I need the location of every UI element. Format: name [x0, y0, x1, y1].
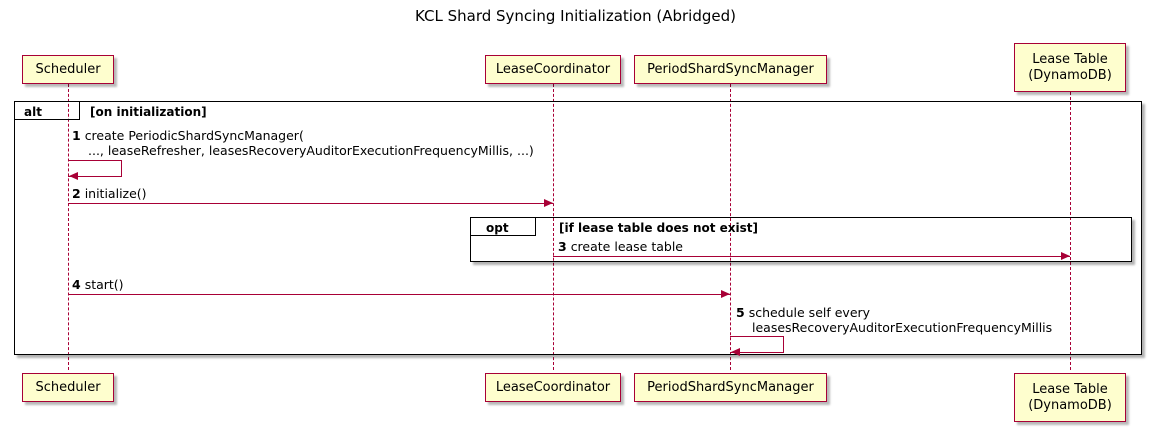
message-2-number: 2: [72, 186, 81, 201]
fragment-alt-label: alt: [24, 105, 42, 119]
participant-lease-table-bottom[interactable]: Lease Table (DynamoDB): [1014, 373, 1126, 422]
message-5-number: 5: [736, 305, 745, 320]
message-5-text-line2: leasesRecoveryAuditorExecutionFrequencyM…: [752, 320, 1052, 335]
message-1-number: 1: [72, 128, 81, 143]
message-5-self-loop: [730, 336, 784, 353]
participant-period-shard-sync-manager-top-label: PeriodShardSyncManager: [647, 61, 814, 77]
participant-period-shard-sync-manager-bottom[interactable]: PeriodShardSyncManager: [634, 373, 827, 402]
lifeline-lease-table: [1070, 92, 1071, 370]
message-3-text: 3 create lease table: [558, 239, 683, 254]
participant-lease-coordinator-top-label: LeaseCoordinator: [495, 61, 611, 77]
message-1-line-1: create PeriodicShardSyncManager(: [84, 128, 304, 143]
diagram-title: KCL Shard Syncing Initialization (Abridg…: [415, 7, 736, 25]
participant-lease-table-bottom-label-line2: (DynamoDB): [1028, 397, 1112, 413]
message-3-line: [553, 256, 1070, 257]
participant-lease-table-top-label-line1: Lease Table: [1032, 51, 1108, 67]
message-2-line-1: initialize(): [84, 186, 147, 201]
message-2-line: [68, 203, 553, 204]
message-3-number: 3: [558, 239, 567, 254]
participant-period-shard-sync-manager-top[interactable]: PeriodShardSyncManager: [634, 55, 827, 84]
fragment-alt-tab-slant: [66, 101, 79, 120]
message-5-arrowhead: [731, 348, 740, 356]
participant-lease-coordinator-bottom[interactable]: LeaseCoordinator: [485, 373, 621, 402]
participant-scheduler-top-label: Scheduler: [35, 61, 101, 77]
message-2-arrowhead: [544, 199, 553, 207]
fragment-alt: [14, 101, 1142, 355]
participant-scheduler-bottom[interactable]: Scheduler: [22, 373, 114, 402]
message-1-text: 1 create PeriodicShardSyncManager(: [72, 128, 304, 143]
participant-lease-table-top[interactable]: Lease Table (DynamoDB): [1014, 43, 1126, 92]
message-5-text: 5 schedule self every: [736, 305, 870, 320]
fragment-opt-condition: [if lease table does not exist]: [559, 221, 759, 235]
message-1-line-2: ..., leaseRefresher, leasesRecoveryAudit…: [88, 143, 534, 158]
participant-scheduler-top[interactable]: Scheduler: [22, 55, 114, 84]
lifeline-scheduler: [68, 84, 69, 370]
message-4-line: [68, 294, 730, 295]
message-5-line-2: leasesRecoveryAuditorExecutionFrequencyM…: [752, 320, 1053, 335]
message-4-text: 4 start(): [72, 277, 124, 292]
fragment-opt-tab-slant: [522, 217, 535, 236]
fragment-opt: [470, 217, 1132, 262]
lifeline-period-shard-sync-manager: [730, 84, 731, 370]
participant-lease-table-bottom-label-line1: Lease Table: [1032, 381, 1108, 397]
message-5-line-1: schedule self every: [748, 305, 871, 320]
message-4-arrowhead: [721, 290, 730, 298]
fragment-opt-label: opt: [486, 221, 509, 235]
message-3-line-1: create lease table: [570, 239, 683, 254]
message-1-text-line2: ..., leaseRefresher, leasesRecoveryAudit…: [88, 143, 534, 158]
participant-period-shard-sync-manager-bottom-label: PeriodShardSyncManager: [647, 379, 814, 395]
participant-lease-coordinator-top[interactable]: LeaseCoordinator: [485, 55, 621, 84]
fragment-alt-tab: [14, 101, 80, 120]
fragment-alt-condition: [on initialization]: [90, 105, 207, 119]
message-2-text: 2 initialize(): [72, 186, 147, 201]
fragment-opt-tab: [470, 217, 536, 236]
participant-scheduler-bottom-label: Scheduler: [35, 379, 101, 395]
participant-lease-coordinator-bottom-label: LeaseCoordinator: [495, 379, 611, 395]
participant-lease-table-top-label-line2: (DynamoDB): [1028, 67, 1112, 83]
lifeline-lease-coordinator: [553, 84, 554, 370]
message-1-arrowhead: [69, 172, 78, 180]
message-1-self-loop: [68, 160, 122, 177]
message-4-number: 4: [72, 277, 81, 292]
message-4-line-1: start(): [84, 277, 124, 292]
message-3-arrowhead: [1061, 252, 1070, 260]
